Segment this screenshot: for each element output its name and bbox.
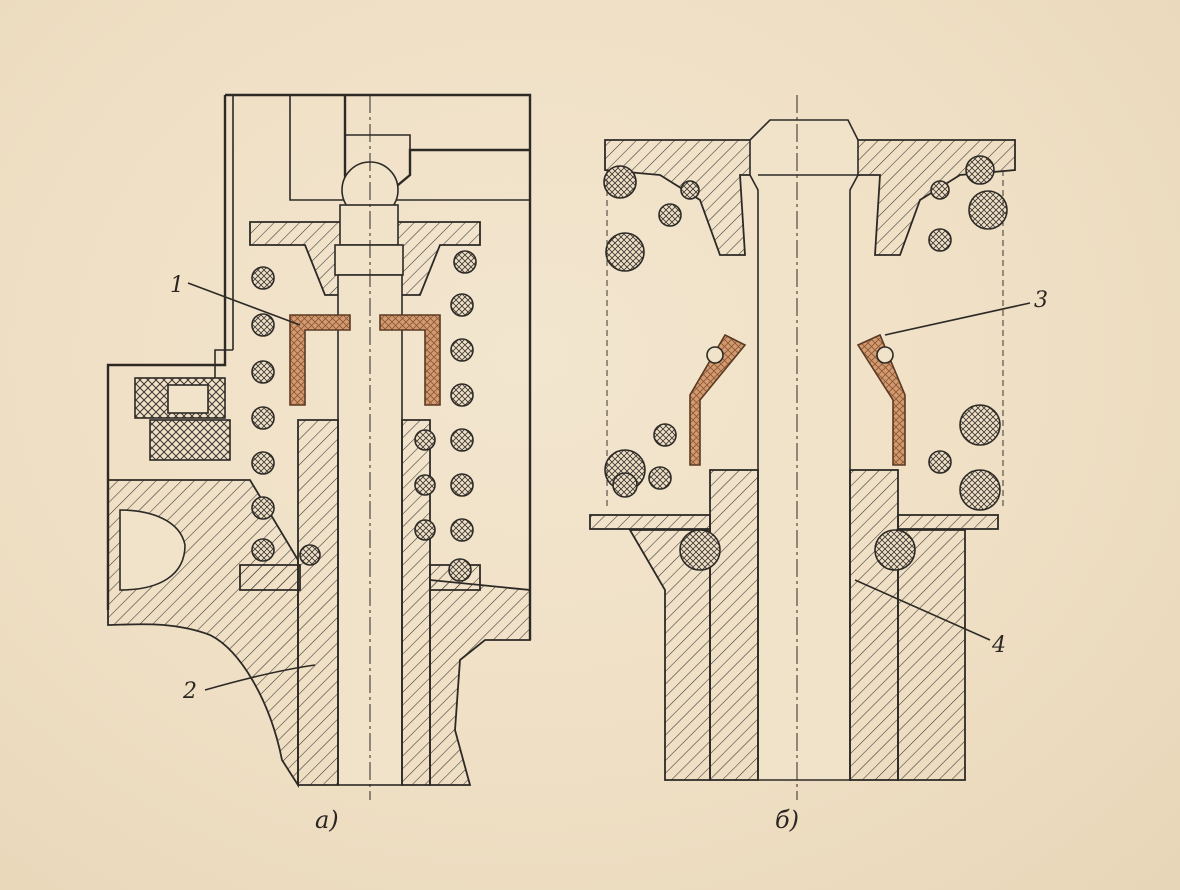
leader-1 [187, 282, 301, 326]
caption-a: а) [315, 806, 339, 834]
stem-seal [289, 314, 351, 406]
valve-springs-a [251, 250, 477, 582]
part-label-2: 2 [182, 679, 197, 704]
leader-3 [884, 302, 1031, 336]
caption-b: б) [775, 806, 799, 834]
part-label-3: 3 [1034, 288, 1048, 313]
leader-2 [204, 664, 316, 691]
valve-guide-b [849, 469, 899, 781]
leader-4 [854, 579, 991, 641]
valve-stem-b [749, 119, 859, 781]
view-a [106, 93, 532, 800]
part-label-4: 4 [991, 633, 1006, 658]
valve-springs-b [603, 155, 1008, 571]
stem-seal-b [856, 333, 906, 466]
view-b [589, 95, 1031, 800]
part-label-1: 1 [170, 273, 184, 298]
valve-guide [297, 419, 339, 786]
